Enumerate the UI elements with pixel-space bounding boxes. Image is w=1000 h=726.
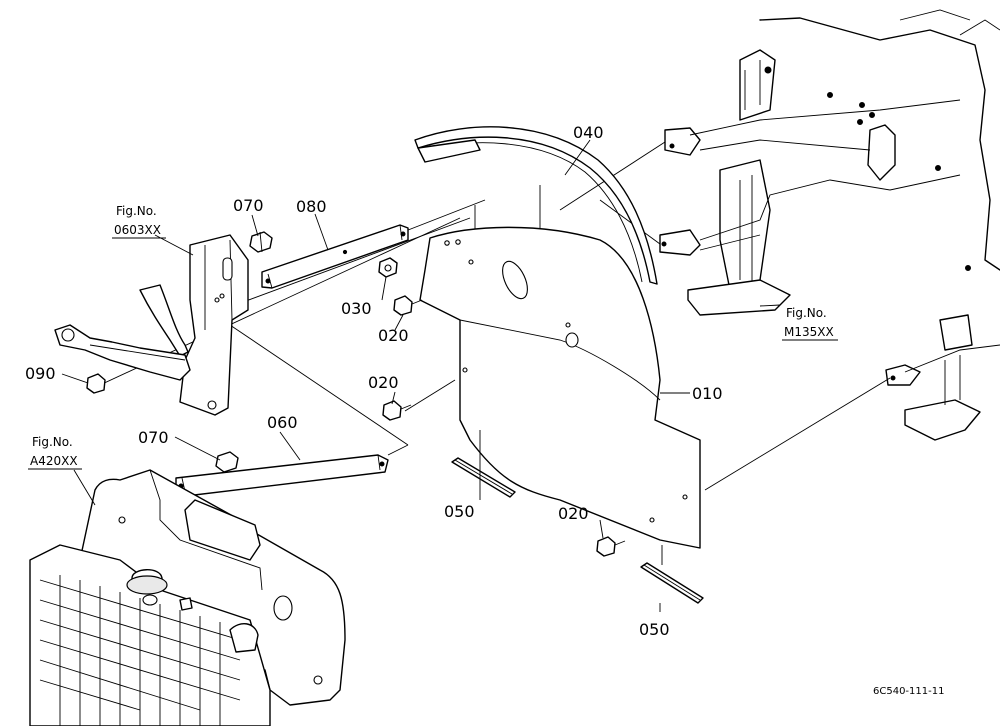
callout-080: 080 bbox=[296, 197, 327, 216]
fig-ref-a420-code[interactable]: A420XX bbox=[30, 454, 78, 468]
callout-010: 010 bbox=[692, 384, 723, 403]
callout-070-bottom: 070 bbox=[138, 428, 169, 447]
fig-ref-m135-title: Fig.No. bbox=[786, 306, 827, 320]
callout-090: 090 bbox=[25, 364, 56, 383]
callout-020-b: 020 bbox=[368, 373, 399, 392]
fig-ref-a420-title: Fig.No. bbox=[32, 435, 73, 449]
callout-020-a: 020 bbox=[378, 326, 409, 345]
callout-020-c: 020 bbox=[558, 504, 589, 523]
callout-040: 040 bbox=[573, 123, 604, 142]
callout-030: 030 bbox=[341, 299, 372, 318]
nut-030[interactable] bbox=[378, 257, 398, 278]
fig-ref-0603-code[interactable]: 0603XX bbox=[114, 223, 161, 237]
callout-070-top: 070 bbox=[233, 196, 264, 215]
callout-050-right: 050 bbox=[639, 620, 670, 639]
fig-ref-0603-title: Fig.No. bbox=[116, 204, 157, 218]
bolt-070-bottom[interactable] bbox=[215, 451, 239, 473]
bracket-assembly bbox=[54, 234, 249, 416]
callout-050-left: 050 bbox=[444, 502, 475, 521]
part-040-trim[interactable] bbox=[414, 126, 658, 285]
part-010-side-panel[interactable] bbox=[419, 226, 701, 549]
leader-lines bbox=[61, 139, 781, 612]
callout-labels: 040 070 080 030 020 010 020 090 070 060 … bbox=[25, 123, 723, 639]
drawing-code: 6C540-111-11 bbox=[873, 686, 944, 697]
callout-060: 060 bbox=[267, 413, 298, 432]
bolt-070-top[interactable] bbox=[249, 231, 273, 253]
part-080-stay[interactable] bbox=[261, 224, 409, 289]
part-060-stay[interactable] bbox=[175, 454, 389, 497]
radiator-assembly bbox=[29, 469, 346, 726]
part-050-seal-left[interactable] bbox=[451, 457, 516, 498]
bolt-020-b[interactable] bbox=[382, 400, 412, 421]
bolt-020-c[interactable] bbox=[596, 536, 626, 557]
bolt-090[interactable] bbox=[86, 373, 106, 394]
bolt-020-a[interactable] bbox=[393, 295, 423, 316]
fig-ref-m135-code[interactable]: M135XX bbox=[784, 325, 834, 339]
tractor-frame bbox=[659, 9, 1000, 441]
part-050-seal-right[interactable] bbox=[640, 562, 704, 604]
figure-references: Fig.No. 0603XX Fig.No. A420XX Fig.No. M1… bbox=[28, 204, 838, 470]
